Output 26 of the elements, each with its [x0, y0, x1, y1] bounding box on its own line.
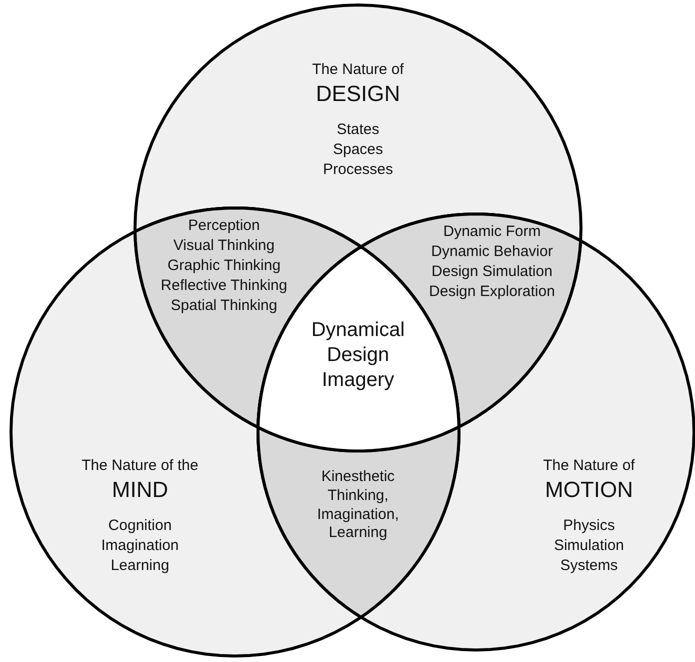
topic-text: Learning [110, 556, 170, 576]
topic-text: Physics [563, 516, 615, 536]
topic-text: Simulation [554, 536, 624, 556]
topic-text: Cognition [108, 516, 172, 536]
topic-text: Processes [322, 160, 394, 180]
topic-text: Kinesthetic Thinking, Imagination, Learning [316, 468, 400, 543]
heading-text: The Nature of [543, 457, 635, 476]
title-text: MIND [112, 476, 168, 504]
topic-text: Design Simulation [432, 263, 552, 282]
heading-text: The Nature of [312, 61, 404, 80]
topic-text: Reflective Thinking [160, 277, 288, 296]
topic-text: Perception [188, 217, 260, 236]
topic-text: Spaces [332, 140, 384, 160]
topic-text: States [336, 120, 380, 140]
topic-text: Graphic Thinking [167, 257, 281, 276]
topic-text: Visual Thinking [173, 237, 275, 256]
topic-text: Dynamic Behavior [431, 243, 553, 262]
heading-text: The Nature of the [82, 457, 198, 476]
topic-text: Design Exploration [429, 283, 555, 302]
center-title: Dynamical Design Imagery [310, 318, 406, 393]
title-text: DESIGN [316, 80, 400, 108]
topic-text: Spatial Thinking [170, 297, 278, 316]
topic-text: Imagination [101, 536, 179, 556]
title-text: MOTION [545, 476, 633, 504]
topic-text: Dynamic Form [443, 223, 541, 242]
topic-text: Systems [560, 556, 618, 576]
